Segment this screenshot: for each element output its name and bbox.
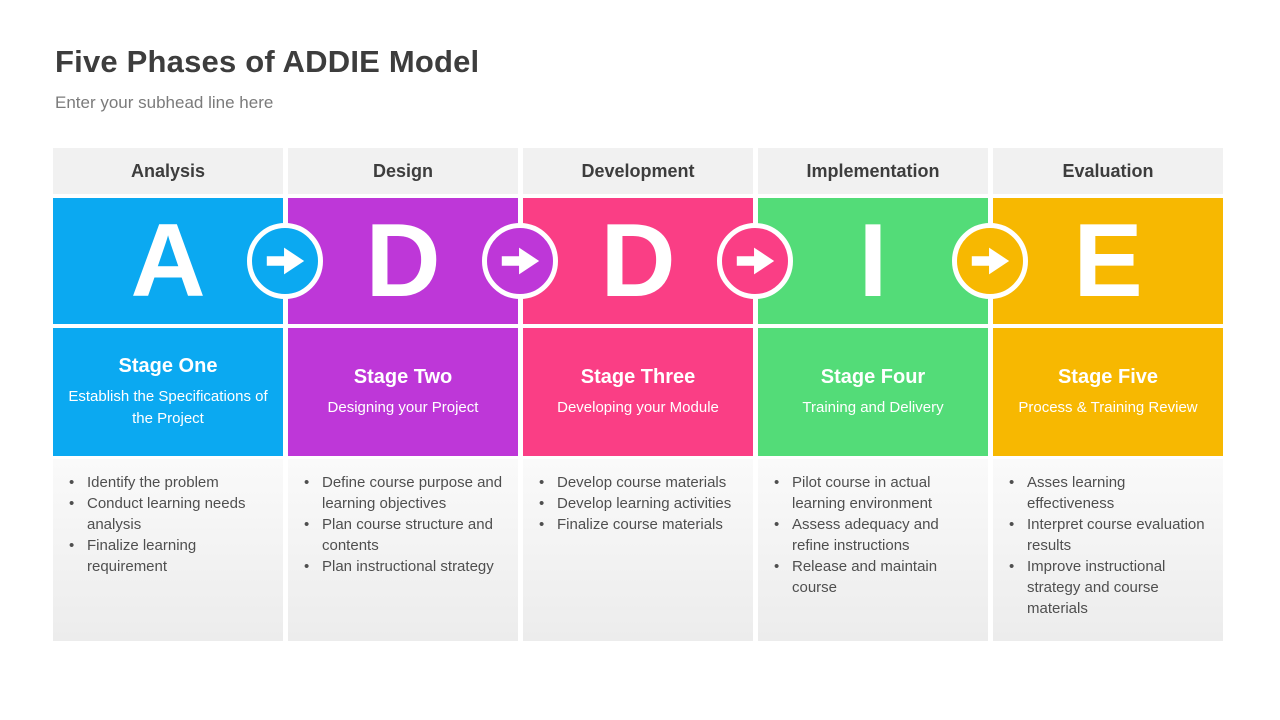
bullet-text: Interpret course evaluation results	[1027, 516, 1205, 554]
phase-column-analysis: Analysis A Stage One Establish the Speci…	[53, 148, 283, 642]
bullet-marker: •	[774, 558, 780, 575]
stage-subtitle: Designing your Project	[327, 398, 479, 416]
phase-letter: D	[600, 203, 676, 319]
bullet-item: • Finalize course materials	[539, 514, 743, 535]
bullet-list: • Develop course materials • Develop learn…	[523, 459, 753, 641]
page-subtitle: Enter your subhead line here	[55, 93, 274, 112]
phase-letter: I	[858, 203, 888, 319]
bullet-list: • Define course purpose and learning obje…	[288, 459, 518, 641]
bullet-text: Define course purpose and learning objec…	[322, 474, 503, 512]
bullet-item: • Finalize learning requirement	[69, 535, 273, 577]
bullet-text: Plan course structure and contents	[322, 516, 493, 554]
bullet-marker: •	[539, 516, 545, 533]
bullet-marker: •	[1009, 516, 1015, 533]
bullet-item: • Release and maintain course	[774, 556, 978, 598]
stage-block: Stage Two Designing your Project	[288, 328, 518, 456]
phase-column-implementation: Implementation I Stage Four Training and…	[758, 148, 988, 642]
phase-letter: D	[365, 203, 441, 319]
stage-subtitle: Developing your Module	[557, 398, 719, 416]
bullet-text: Asses learning effectiveness	[1027, 474, 1126, 512]
bullet-marker: •	[304, 558, 310, 575]
bullet-marker: •	[304, 516, 310, 533]
bullet-text: Identify the problem	[87, 474, 219, 491]
phase-letter: A	[130, 203, 206, 319]
bullet-text: Improve instructional strategy and cours…	[1027, 558, 1166, 617]
stage-block: Stage Four Training and Delivery	[758, 328, 988, 456]
bullet-marker: •	[1009, 474, 1015, 491]
bullet-list: • Asses learning effectiveness • Interpret…	[993, 459, 1223, 641]
phase-letter-block: D	[523, 198, 753, 324]
phase-column-development: Development D Stage Three Developing you…	[523, 148, 753, 642]
bullet-item: • Define course purpose and learning obje…	[304, 472, 508, 514]
bullet-item: • Identify the problem	[69, 472, 273, 493]
stage-title: Stage Two	[353, 365, 453, 388]
bullet-text: Pilot course in actual learning environm…	[792, 474, 933, 512]
phase-letter: E	[1073, 203, 1143, 319]
stage-subtitle: Establish the Specifications of the Proj…	[68, 387, 268, 427]
phase-header: Evaluation	[993, 148, 1223, 194]
bullet-text: Finalize course materials	[557, 516, 723, 533]
stage-block: Stage Three Developing your Module	[523, 328, 753, 456]
right-arrow-icon	[262, 238, 308, 284]
bullet-marker: •	[69, 474, 75, 491]
phase-header: Design	[288, 148, 518, 194]
phase-header: Analysis	[53, 148, 283, 194]
bullet-text: Develop course materials	[557, 474, 727, 491]
stage-title: Stage Three	[580, 365, 696, 388]
bullet-item: • Improve instructional strategy and cour…	[1009, 556, 1213, 619]
phase-header: Implementation	[758, 148, 988, 194]
bullet-marker: •	[774, 474, 780, 491]
bullet-item: • Pilot course in actual learning environ…	[774, 472, 978, 514]
phase-letter-block: D	[288, 198, 518, 324]
phase-column-design: Design D Stage Two Designing your Projec…	[288, 148, 518, 642]
bullet-text: Finalize learning requirement	[87, 537, 197, 575]
bullet-marker: •	[539, 474, 545, 491]
bullet-text: Assess adequacy and refine instructions	[792, 516, 939, 554]
stage-title: Stage Five	[1057, 365, 1159, 388]
bullet-item: • Interpret course evaluation results	[1009, 514, 1213, 556]
stage-title: Stage Four	[820, 365, 926, 388]
bullet-item: • Assess adequacy and refine instructions	[774, 514, 978, 556]
bullet-marker: •	[69, 495, 75, 512]
bullet-marker: •	[774, 516, 780, 533]
bullet-marker: •	[1009, 558, 1015, 575]
page-title: Five Phases of ADDIE Model	[55, 44, 480, 79]
arrow-connector-2	[482, 223, 558, 299]
phase-letter-block: E	[993, 198, 1223, 324]
bullet-text: Release and maintain course	[792, 558, 938, 596]
phase-column-evaluation: Evaluation E Stage Five Process & Traini…	[993, 148, 1223, 642]
phase-header: Development	[523, 148, 753, 194]
bullet-item: • Develop course materials	[539, 472, 743, 493]
bullet-text: Develop learning activities	[557, 495, 732, 512]
phase-columns: Analysis A Stage One Establish the Speci…	[53, 148, 1223, 642]
bullet-text: Conduct learning needs analysis	[87, 495, 246, 533]
stage-subtitle: Training and Delivery	[802, 398, 944, 416]
arrow-connector-1	[247, 223, 323, 299]
arrow-connector-4	[952, 223, 1028, 299]
bullet-list: • Identify the problem • Conduct learning …	[53, 459, 283, 641]
bullet-text: Plan instructional strategy	[322, 558, 494, 575]
right-arrow-icon	[732, 238, 778, 284]
arrow-connector-3	[717, 223, 793, 299]
bullet-item: • Plan instructional strategy	[304, 556, 508, 577]
stage-subtitle: Process & Training Review	[1018, 398, 1198, 416]
stage-block: Stage Five Process & Training Review	[993, 328, 1223, 456]
bullet-marker: •	[539, 495, 545, 512]
bullet-item: • Asses learning effectiveness	[1009, 472, 1213, 514]
bullet-marker: •	[69, 537, 75, 554]
phase-letter-block: I	[758, 198, 988, 324]
bullet-marker: •	[304, 474, 310, 491]
stage-title: Stage One	[118, 354, 218, 377]
bullet-list: • Pilot course in actual learning environ…	[758, 459, 988, 641]
phase-letter-block: A	[53, 198, 283, 324]
bullet-item: • Plan course structure and contents	[304, 514, 508, 556]
bullet-item: • Develop learning activities	[539, 493, 743, 514]
stage-block: Stage One Establish the Specifications o…	[53, 328, 283, 456]
bullet-item: • Conduct learning needs analysis	[69, 493, 273, 535]
right-arrow-icon	[497, 238, 543, 284]
right-arrow-icon	[967, 238, 1013, 284]
